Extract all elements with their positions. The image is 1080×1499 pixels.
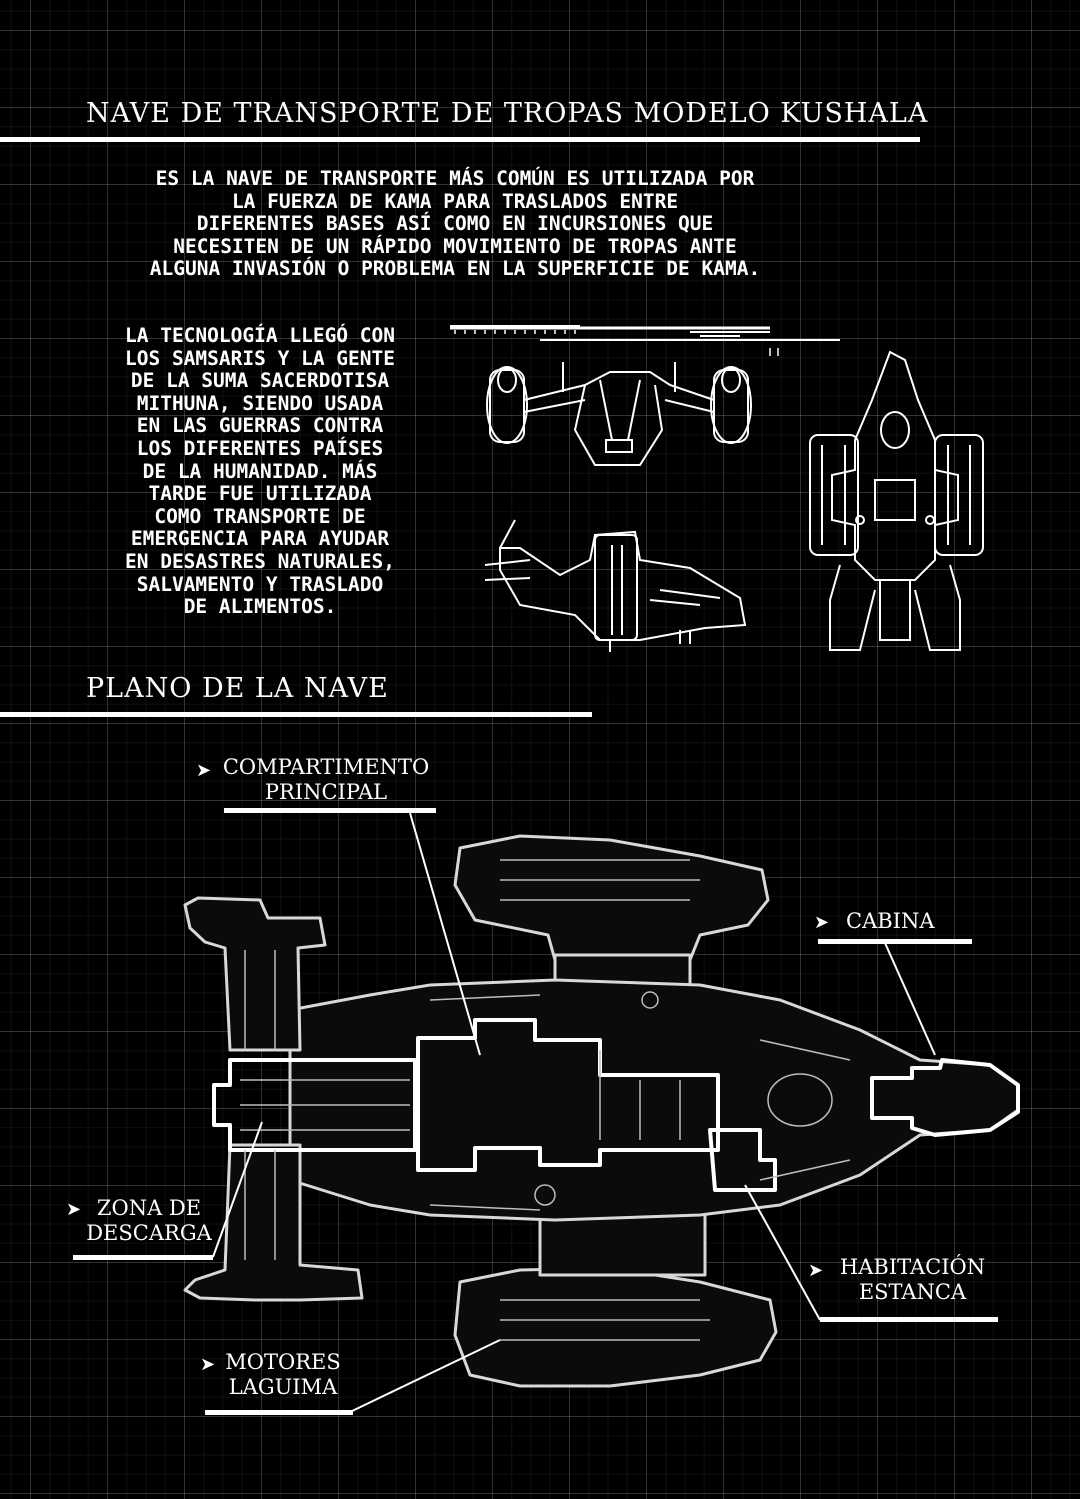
callout-zona-descarga: ZONA DE DESCARGA bbox=[86, 1196, 212, 1245]
side-view-drawing bbox=[484, 519, 747, 652]
upper-tail-fin bbox=[183, 896, 327, 1052]
front-view-drawing bbox=[486, 362, 752, 466]
leader-cabina bbox=[884, 942, 936, 1056]
callout-motores-underline bbox=[205, 1410, 353, 1415]
chevron-right-icon: ➤ bbox=[814, 912, 830, 933]
page-title: NAVE DE TRANSPORTE DE TROPAS MODELO KUSH… bbox=[86, 98, 929, 129]
top-view-drawing bbox=[809, 350, 984, 651]
callout-cabina-underline bbox=[818, 939, 972, 944]
callout-motores: MOTORES LAGUIMA bbox=[225, 1350, 341, 1399]
callout-zona-underline bbox=[73, 1255, 213, 1260]
main-hull bbox=[288, 978, 1020, 1222]
leader-motores bbox=[349, 1339, 501, 1413]
history-paragraph: LA TECNOLOGÍA LLEGÓ CON LOS SAMSARIS Y L… bbox=[124, 324, 396, 619]
cockpit-outline bbox=[870, 1058, 1020, 1137]
lower-engine-pod bbox=[453, 1266, 778, 1388]
intro-paragraph: ES LA NAVE DE TRANSPORTE MÁS COMÚN ES UT… bbox=[149, 167, 761, 281]
sealed-room-outline bbox=[708, 1128, 777, 1192]
callout-compartimento: COMPARTIMENTO PRINCIPAL bbox=[222, 755, 430, 804]
plan-title-underline bbox=[0, 712, 592, 717]
leader-habitacion bbox=[744, 1184, 821, 1321]
leader-compartimento bbox=[409, 812, 481, 1056]
callout-compartimento-underline bbox=[224, 808, 436, 813]
upper-engine-pod bbox=[453, 834, 770, 962]
callout-cabina: CABINA bbox=[846, 909, 935, 933]
lower-tail-fin bbox=[183, 1143, 364, 1302]
callout-habitacion-underline bbox=[820, 1317, 998, 1322]
title-underline bbox=[0, 137, 920, 142]
unloading-zone-outline bbox=[212, 1058, 417, 1152]
plan-title: PLANO DE LA NAVE bbox=[86, 673, 389, 704]
main-compartment-outline bbox=[416, 1018, 720, 1172]
leader-zona bbox=[212, 1121, 263, 1258]
chevron-right-icon: ➤ bbox=[196, 760, 212, 781]
callout-habitacion: HABITACIÓN ESTANCA bbox=[839, 1255, 986, 1304]
chevron-right-icon: ➤ bbox=[66, 1199, 82, 1220]
chevron-right-icon: ➤ bbox=[808, 1260, 824, 1281]
ruler-decoration bbox=[450, 325, 840, 356]
chevron-right-icon: ➤ bbox=[200, 1354, 216, 1375]
